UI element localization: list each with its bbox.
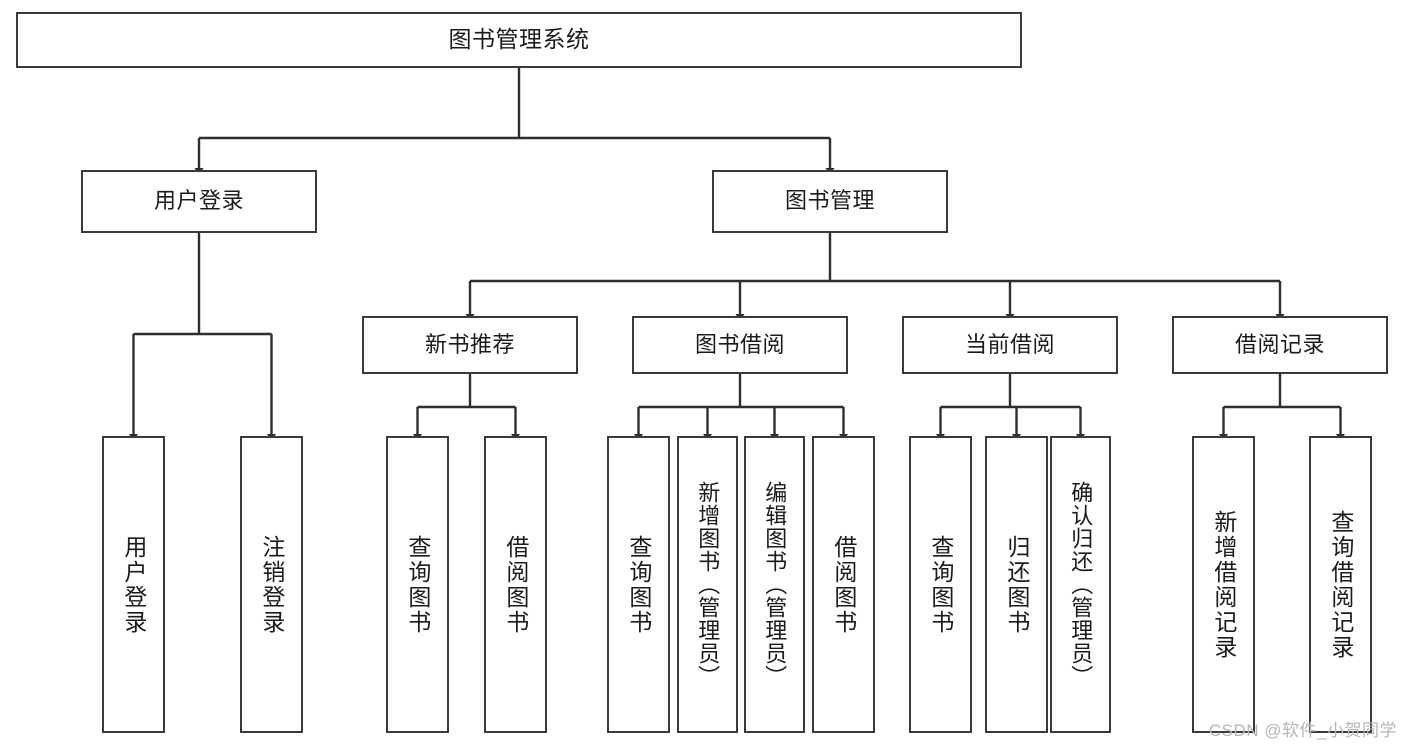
node-label-book-borrow: 图书借阅 (694, 331, 785, 357)
node-label-leaf-edit-book: 编辑图书（管理员） (762, 481, 788, 688)
node-leaf-user-login[interactable]: 用户登录 (102, 436, 165, 733)
node-leaf-add-record[interactable]: 新增借阅记录 (1192, 436, 1255, 733)
node-leaf-borrow-book-1[interactable]: 借阅图书 (484, 436, 547, 733)
node-label-leaf-confirm-return: 确认归还（管理员） (1068, 481, 1094, 688)
node-label-leaf-add-record: 新增借阅记录 (1210, 509, 1237, 660)
node-leaf-edit-book[interactable]: 编辑图书（管理员） (744, 436, 805, 733)
node-label-new-book-recommend: 新书推荐 (424, 331, 515, 357)
node-label-root: 图书管理系统 (448, 26, 590, 53)
node-label-leaf-return-book: 归还图书 (1003, 534, 1030, 635)
node-label-leaf-add-book: 新增图书（管理员） (695, 481, 721, 688)
node-user-login[interactable]: 用户登录 (81, 170, 317, 233)
node-leaf-query-book-3[interactable]: 查询图书 (909, 436, 972, 733)
csdn-watermark: CSDN @软件_小贺同学 (1208, 721, 1397, 740)
node-label-leaf-user-login: 用户登录 (120, 534, 147, 635)
node-leaf-query-record[interactable]: 查询借阅记录 (1309, 436, 1372, 733)
node-label-leaf-query-book-2: 查询图书 (625, 534, 652, 635)
node-current-borrow[interactable]: 当前借阅 (902, 316, 1118, 374)
node-leaf-query-book-2[interactable]: 查询图书 (607, 436, 670, 733)
node-leaf-query-book-1[interactable]: 查询图书 (386, 436, 449, 733)
node-borrow-record[interactable]: 借阅记录 (1172, 316, 1388, 374)
node-label-leaf-query-record: 查询借阅记录 (1327, 509, 1354, 660)
node-label-leaf-query-book-1: 查询图书 (404, 534, 431, 635)
node-label-current-borrow: 当前借阅 (964, 331, 1055, 357)
node-book-borrow[interactable]: 图书借阅 (632, 316, 848, 374)
node-label-leaf-logout: 注销登录 (258, 534, 285, 635)
node-label-leaf-query-book-3: 查询图书 (927, 534, 954, 635)
node-label-borrow-record: 借阅记录 (1234, 331, 1325, 357)
node-leaf-confirm-return[interactable]: 确认归还（管理员） (1050, 436, 1111, 733)
node-new-book-recommend[interactable]: 新书推荐 (362, 316, 578, 374)
node-label-leaf-borrow-book-1: 借阅图书 (502, 534, 529, 635)
node-label-user-login: 用户登录 (153, 188, 244, 214)
node-leaf-return-book[interactable]: 归还图书 (985, 436, 1048, 733)
node-book-manage[interactable]: 图书管理 (712, 170, 948, 233)
node-leaf-borrow-book-2[interactable]: 借阅图书 (812, 436, 875, 733)
node-leaf-add-book[interactable]: 新增图书（管理员） (677, 436, 738, 733)
node-root[interactable]: 图书管理系统 (16, 12, 1022, 68)
node-leaf-logout[interactable]: 注销登录 (240, 436, 303, 733)
node-label-leaf-borrow-book-2: 借阅图书 (830, 534, 857, 635)
node-label-book-manage: 图书管理 (784, 188, 875, 214)
